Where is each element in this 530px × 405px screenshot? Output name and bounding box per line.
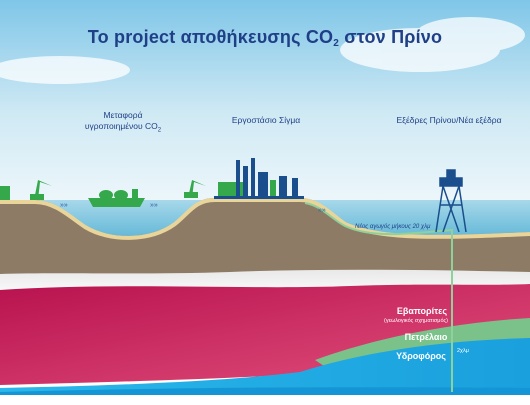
flow-arrows: »» »» »» bbox=[60, 202, 326, 214]
deep-seam bbox=[0, 387, 530, 395]
label-pipeline: Νέος αγωγός μήκους 20 χλμ bbox=[355, 224, 431, 230]
label-aquifer: Υδροφόρος bbox=[396, 351, 446, 361]
sigma-factory bbox=[214, 158, 304, 199]
label-transport-line2: υγροποιημένου CO2 bbox=[84, 121, 162, 134]
aquifer-layer bbox=[0, 338, 530, 395]
svg-text:»»: »» bbox=[60, 202, 68, 209]
seabed-land bbox=[0, 198, 530, 274]
co2-pipeline bbox=[304, 202, 453, 392]
svg-text:»»: »» bbox=[150, 202, 158, 209]
label-transport-line1: Μεταφορά bbox=[103, 110, 143, 120]
co2-ship bbox=[88, 189, 145, 207]
prinos-platform bbox=[435, 169, 467, 233]
svg-text:»»: »» bbox=[318, 207, 326, 214]
label-transport: Μεταφορά υγροποιημένου CO2 bbox=[78, 110, 168, 137]
label-evaporites-note: (γεωλογικός σχηματισμός) bbox=[383, 318, 449, 324]
label-oil: Πετρέλαιο bbox=[404, 332, 448, 342]
label-sigma-factory: Εργοστάσιο Σίγμα bbox=[231, 115, 301, 125]
evaporites-layer bbox=[0, 284, 530, 385]
clouds bbox=[0, 17, 525, 84]
diagram-title: Το project αποθήκευσης CO2 στον Πρίνο bbox=[87, 27, 443, 49]
left-port bbox=[0, 180, 52, 200]
label-evaporites: Εβαπορίτες bbox=[396, 306, 448, 316]
label-depth: 2χλμ bbox=[457, 348, 469, 354]
middle-port bbox=[184, 180, 206, 198]
label-prinos-platforms: Εξέδρες Πρίνου/Νέα εξέδρα bbox=[396, 115, 502, 125]
